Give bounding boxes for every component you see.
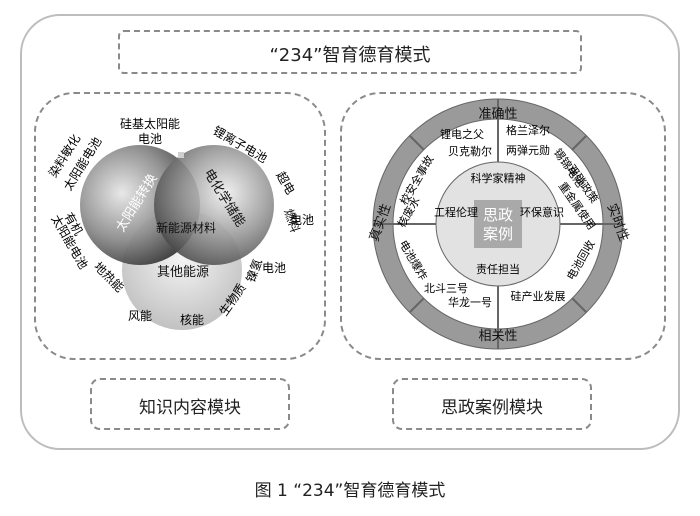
- title-box: [118, 30, 582, 74]
- item-b2: 华龙一号: [448, 295, 492, 309]
- item-b3: 硅产业发展: [511, 289, 566, 303]
- venn-center-label: 新能源材料: [156, 220, 216, 235]
- item-t4: 两弹元勋: [506, 143, 550, 157]
- wheel-center-box: [474, 200, 522, 248]
- label-wind: 风能: [128, 309, 152, 323]
- case-panel: [340, 92, 666, 360]
- venn-diagram: 太阳能转换 电化学储能 新能源材料 其他能源 染料敏化 太阳能电池 硅基太阳能 …: [45, 116, 314, 330]
- label-nuclear: 核能: [180, 313, 204, 327]
- venn-other-label: 其他能源: [157, 265, 209, 280]
- venn-center-marker: [178, 152, 184, 158]
- venn-electro-circle: [154, 145, 274, 265]
- case-wheel: 准确性 相关性 真实性 实时性 科学家精神 工程伦理 环保意识 责任担当 思政 …: [367, 98, 631, 350]
- figure-caption: 图 1 “234”智育德育模式: [254, 481, 446, 501]
- wheel-dividers: [373, 99, 623, 349]
- label-si-1: 硅基太阳能: [120, 116, 180, 131]
- label-fuel-1: 燃料: [281, 207, 303, 234]
- diagram-title: “234”智育德育模式: [269, 45, 431, 66]
- ring-label-top: 准确性: [478, 107, 517, 122]
- item-b1: 北斗三号: [424, 282, 468, 295]
- label-super: 超电: [273, 169, 298, 197]
- wheel-center-line2: 案例: [483, 225, 513, 243]
- case-module-box: [392, 378, 592, 430]
- inner-label-left: 工程伦理: [434, 205, 478, 219]
- knowledge-panel: [34, 92, 326, 360]
- case-module-label: 思政案例模块: [441, 398, 543, 418]
- item-t2: 格兰泽尔: [506, 123, 550, 137]
- item-t1: 锂电之父: [440, 127, 484, 141]
- item-t3: 贝克勒尔: [448, 145, 492, 158]
- knowledge-module-box: [90, 378, 290, 430]
- wheel-center-line1: 思政: [483, 206, 513, 224]
- outer-frame: [20, 14, 680, 450]
- knowledge-module-label: 知识内容模块: [139, 398, 241, 418]
- label-fuel-2: 电池: [290, 213, 314, 227]
- inner-label-bottom: 责任担当: [476, 262, 520, 276]
- label-hydro-2: 电池: [262, 261, 286, 275]
- ring-label-bottom: 相关性: [478, 329, 517, 344]
- label-si-2: 电池: [138, 132, 162, 146]
- inner-label-right: 环保意识: [520, 205, 564, 219]
- inner-label-top: 科学家精神: [471, 171, 526, 185]
- label-geo: 地热能: [91, 259, 126, 294]
